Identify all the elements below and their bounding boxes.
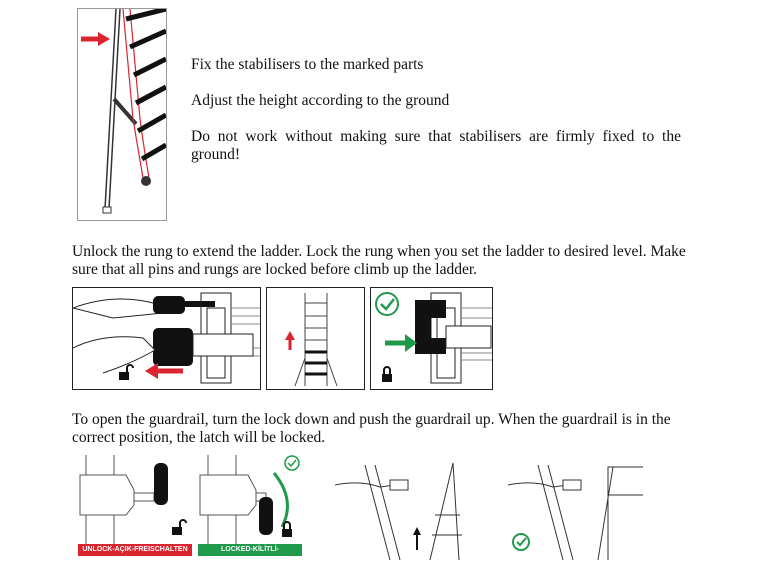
rung-lock-instructions: Unlock the rung to extend the ladder. Lo… [72,243,686,278]
lock-icon [282,521,292,537]
check-circle-icon [375,292,399,316]
unlock-rung-illustration [72,287,261,390]
instruction-stabiliser-warning: Do not work without making sure that sta… [191,128,681,163]
unlock-icon [172,519,187,535]
up-arrow-icon [285,331,295,340]
lock-icon [382,366,392,382]
instruction-fix-stabilisers: Fix the stabilisers to the marked parts [191,56,424,73]
locked-rung-illustration [370,287,493,390]
rung-latch [415,300,446,354]
unlock-label: UNLOCK-AÇIK-FREISCHALTEN [78,544,192,556]
guardrail-latched-illustration [508,455,648,560]
check-circle-icon [512,533,530,551]
ladder-stabiliser-drawing [81,9,166,214]
stabiliser-illustration [77,8,167,221]
push-guardrail-illustration [335,455,470,560]
guardrail-locked-illustration: LOCKED-KİLİTLİ-VERSCHLOSSEN [196,455,302,565]
check-circle-icon [284,455,300,471]
green-arrow-icon [405,334,417,352]
red-arrow-icon [98,32,110,46]
red-arrow-icon [145,363,158,379]
guardrail-instructions: To open the guardrail, turn the lock dow… [72,411,671,446]
unlock-icon [119,364,134,380]
extend-ladder-illustration [266,287,365,390]
instruction-adjust-height: Adjust the height according to the groun… [191,92,450,109]
up-arrow-icon [413,527,421,535]
locked-label: LOCKED-KİLİTLİ-VERSCHLOSSEN [198,544,302,565]
guardrail-unlock-illustration: UNLOCK-AÇIK-FREISCHALTEN [76,455,192,560]
rung-latch [153,296,185,314]
